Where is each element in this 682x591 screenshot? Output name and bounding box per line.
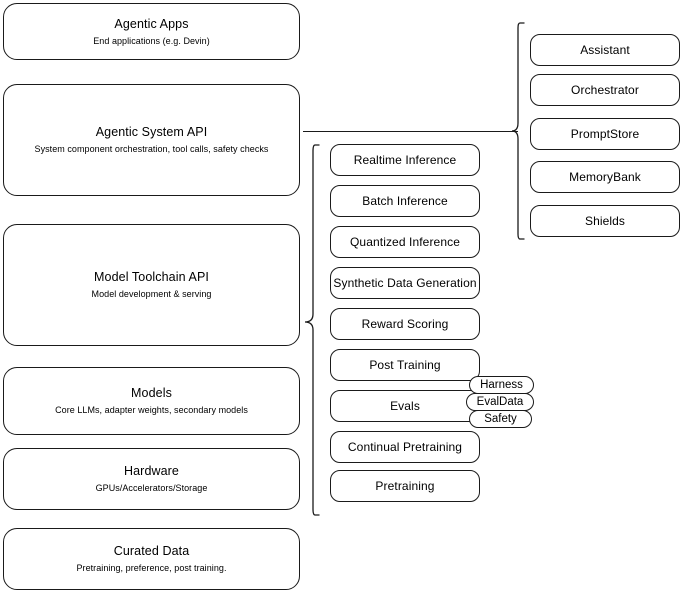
layer-title: Agentic System API: [95, 125, 208, 139]
layer-box-hardware[interactable]: Hardware GPUs/Accelerators/Storage: [3, 448, 300, 510]
system-item-memorybank[interactable]: MemoryBank: [530, 161, 680, 193]
layer-box-models[interactable]: Models Core LLMs, adapter weights, secon…: [3, 367, 300, 435]
toolchain-item-continual-pretraining[interactable]: Continual Pretraining: [330, 431, 480, 463]
toolchain-item-pretraining[interactable]: Pretraining: [330, 470, 480, 502]
toolchain-item-synthetic-data-generation[interactable]: Synthetic Data Generation: [330, 267, 480, 299]
toolchain-item-evals[interactable]: Evals: [330, 390, 480, 422]
toolchain-item-label: Synthetic Data Generation: [333, 276, 477, 290]
layer-subtitle: GPUs/Accelerators/Storage: [95, 483, 208, 493]
evals-pill-label: EvalData: [476, 396, 524, 408]
system-item-shields[interactable]: Shields: [530, 205, 680, 237]
system-item-label: Assistant: [580, 43, 630, 57]
layer-subtitle: Core LLMs, adapter weights, secondary mo…: [55, 405, 248, 415]
layer-subtitle: System component orchestration, tool cal…: [34, 144, 269, 154]
system-item-promptstore[interactable]: PromptStore: [530, 118, 680, 150]
layer-title: Hardware: [124, 464, 179, 478]
bracket-toolchain-items: [304, 144, 320, 516]
evals-pill-evaldata[interactable]: EvalData: [466, 393, 534, 411]
toolchain-item-label: Batch Inference: [362, 194, 448, 208]
toolchain-item-label: Pretraining: [375, 479, 435, 493]
bracket-system-components: [511, 22, 525, 240]
toolchain-item-label: Continual Pretraining: [347, 440, 463, 454]
toolchain-item-quantized-inference[interactable]: Quantized Inference: [330, 226, 480, 258]
toolchain-item-post-training[interactable]: Post Training: [330, 349, 480, 381]
toolchain-item-label: Quantized Inference: [350, 235, 460, 249]
layer-title: Model Toolchain API: [94, 270, 209, 284]
toolchain-item-reward-scoring[interactable]: Reward Scoring: [330, 308, 480, 340]
system-item-assistant[interactable]: Assistant: [530, 34, 680, 66]
layer-box-agentic-apps[interactable]: Agentic Apps End applications (e.g. Devi…: [3, 3, 300, 60]
system-item-label: Orchestrator: [571, 83, 639, 97]
layer-title: Models: [131, 386, 172, 400]
evals-pill-harness[interactable]: Harness: [469, 376, 534, 394]
layer-box-curated-data[interactable]: Curated Data Pretraining, preference, po…: [3, 528, 300, 590]
toolchain-item-label: Evals: [390, 399, 420, 413]
toolchain-item-batch-inference[interactable]: Batch Inference: [330, 185, 480, 217]
toolchain-item-label: Reward Scoring: [361, 317, 449, 331]
system-item-label: MemoryBank: [569, 170, 641, 184]
toolchain-item-label: Post Training: [369, 358, 441, 372]
layer-title: Agentic Apps: [114, 16, 189, 31]
connector-system-api-to-components: [303, 131, 518, 132]
layer-box-model-toolchain-api[interactable]: Model Toolchain API Model development & …: [3, 224, 300, 346]
system-item-orchestrator[interactable]: Orchestrator: [530, 74, 680, 106]
evals-pill-label: Harness: [480, 379, 523, 391]
evals-pill-label: Safety: [484, 413, 517, 425]
toolchain-item-label: Realtime Inference: [353, 153, 457, 167]
layer-title: Curated Data: [113, 544, 190, 558]
system-item-label: PromptStore: [570, 127, 640, 141]
system-item-label: Shields: [584, 214, 626, 228]
layer-subtitle: Model development & serving: [91, 289, 212, 299]
evals-pill-safety[interactable]: Safety: [469, 410, 532, 428]
layer-subtitle: End applications (e.g. Devin): [93, 35, 210, 46]
layer-subtitle: Pretraining, preference, post training.: [76, 563, 227, 573]
layer-box-agentic-system-api[interactable]: Agentic System API System component orch…: [3, 84, 300, 196]
toolchain-item-realtime-inference[interactable]: Realtime Inference: [330, 144, 480, 176]
